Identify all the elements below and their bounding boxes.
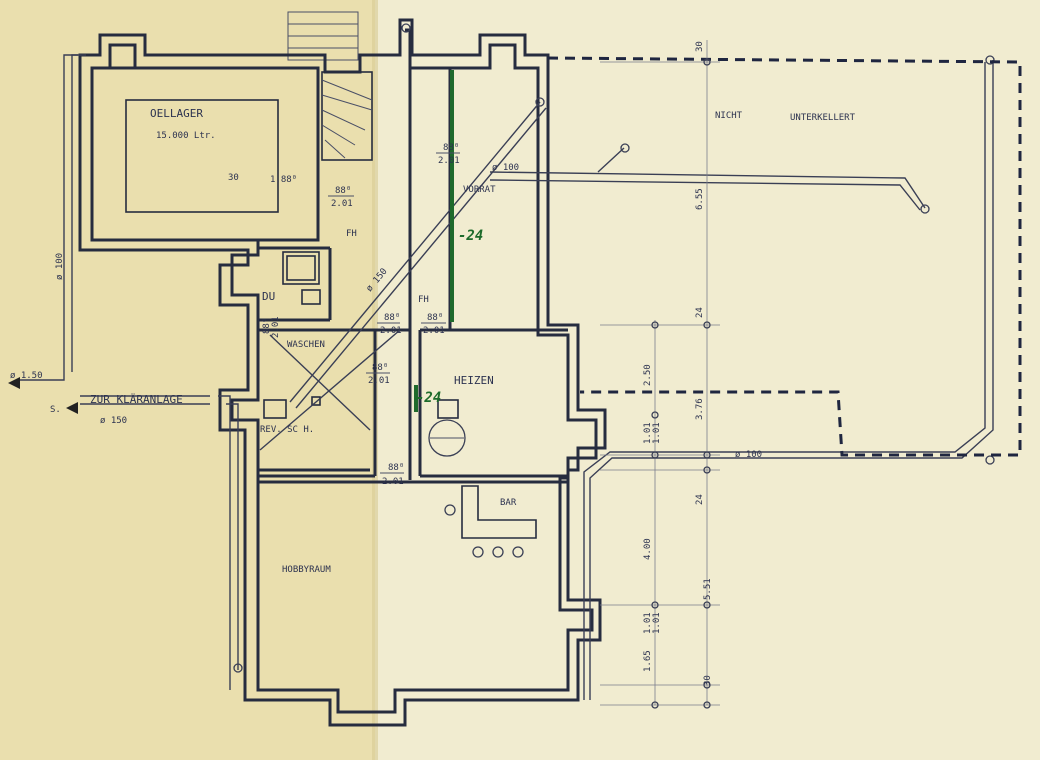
green-markup — [414, 70, 454, 412]
svg-text:2.01: 2.01 — [368, 376, 390, 386]
inspection-chamber — [263, 399, 287, 419]
dim-30-bottom: 30 — [703, 675, 713, 686]
svg-text:2.01: 2.01 — [331, 199, 353, 209]
door-tags: 88⁰ 2.01 88⁰ 2.01 88⁰ 2.01 88⁰ 2.01 88⁰ … — [262, 143, 460, 487]
label-d100-bottom: ø 100 — [735, 450, 762, 460]
svg-text:2.01: 2.01 — [382, 477, 404, 487]
dim-165: 1.65 — [643, 650, 653, 672]
dashed-outline — [547, 56, 1022, 457]
oellager-walls — [90, 66, 320, 242]
room-waschen: WASCHEN — [287, 340, 325, 350]
dimension-labels: 30 6.55 24 2.50 3.76 1.01 1.01 24 4.00 5… — [643, 41, 713, 686]
pipes — [20, 23, 995, 700]
dim-655: 6.55 — [695, 188, 705, 210]
dim-101-b: 1.01 — [652, 422, 662, 444]
oellager-capacity: 15.000 Ltr. — [156, 131, 216, 141]
washbasin — [301, 289, 321, 305]
room-hobbyraum: HOBBYRAUM — [282, 565, 331, 575]
green-note-24-b: -24 — [416, 390, 441, 406]
svg-text:88⁰: 88⁰ — [427, 313, 443, 323]
svg-text:88⁰: 88⁰ — [388, 463, 404, 473]
door-tag: 88⁰ 2.01 — [328, 186, 354, 209]
annotation-labels: ZUR KLÄRANLAGE S. ø 150 ø 1.50 ø 100 ø 1… — [10, 163, 762, 460]
dimension-lines — [600, 40, 720, 709]
svg-text:88⁰: 88⁰ — [335, 186, 351, 196]
label-d100-top: ø 100 — [492, 163, 519, 173]
oil-tank — [125, 99, 279, 213]
label-fh-2: FH — [418, 295, 429, 305]
shower-fixtures — [263, 251, 321, 419]
bar-counter — [444, 485, 537, 558]
dim-101-a: 1.01 — [643, 422, 653, 444]
paper-right-page — [375, 0, 1040, 760]
dim-24-a: 24 — [695, 307, 705, 318]
green-note-24-a: -24 — [458, 228, 483, 244]
label-unterkellert: UNTERKELLERT — [790, 113, 856, 123]
door-tag: 88⁰ 2.01 — [436, 143, 460, 166]
svg-text:88⁰: 88⁰ — [262, 318, 272, 334]
label-fh-1: FH — [346, 229, 357, 239]
outlet-arrows — [8, 377, 78, 414]
door-tag: 88⁰ 2.01 — [421, 313, 446, 336]
svg-text:2.01: 2.01 — [438, 156, 460, 166]
door-tag: 88⁰ 2.01 — [262, 316, 281, 338]
label-level-188: 1.88⁰ — [270, 175, 297, 185]
svg-text:2.01: 2.01 — [380, 326, 402, 336]
dim-101-c: 1.01 — [643, 612, 653, 634]
room-vorrat: VORRAT — [463, 185, 496, 195]
label-nicht: NICHT — [715, 111, 743, 121]
label-zur-klaeranlage: ZUR KLÄRANLAGE — [90, 393, 183, 406]
dim-101-d: 1.01 — [652, 612, 662, 634]
svg-text:2.01: 2.01 — [271, 316, 281, 338]
label-level-30: 30 — [228, 173, 239, 183]
room-du: DU — [262, 290, 275, 303]
dim-400: 4.00 — [643, 538, 653, 560]
room-oellager: OELLAGER — [150, 107, 203, 120]
room-bar: BAR — [500, 498, 517, 508]
stair-top — [287, 11, 359, 61]
dim-551: 5.51 — [703, 578, 713, 600]
dim-24-b: 24 — [695, 494, 705, 505]
room-rev-sch: REV. SC H. — [260, 425, 314, 435]
dim-376: 3.76 — [695, 398, 705, 420]
svg-text:2.01: 2.01 — [423, 326, 445, 336]
boiler — [428, 399, 466, 457]
label-d150-outlet: ø 150 — [100, 416, 127, 426]
svg-text:88⁰: 88⁰ — [384, 313, 400, 323]
door-tag: 88⁰ 2.01 — [366, 363, 390, 386]
svg-text:88⁰: 88⁰ — [443, 143, 459, 153]
dim-30-top: 30 — [695, 41, 705, 52]
shower-tray — [282, 251, 320, 285]
dim-250: 2.50 — [643, 364, 653, 386]
svg-text:88⁰: 88⁰ — [372, 363, 388, 373]
label-s-mark: S. — [50, 405, 61, 415]
label-d100-left: ø 100 — [55, 253, 65, 280]
label-level-150: ø 1.50 — [10, 371, 43, 381]
door-tag: 88⁰ 2.01 — [377, 313, 402, 336]
door-tag: 88⁰ 2.01 — [380, 463, 404, 487]
room-heizen: HEIZEN — [454, 374, 494, 387]
room-labels: OELLAGER 15.000 Ltr. DU WASCHEN VORRAT H… — [150, 107, 856, 575]
